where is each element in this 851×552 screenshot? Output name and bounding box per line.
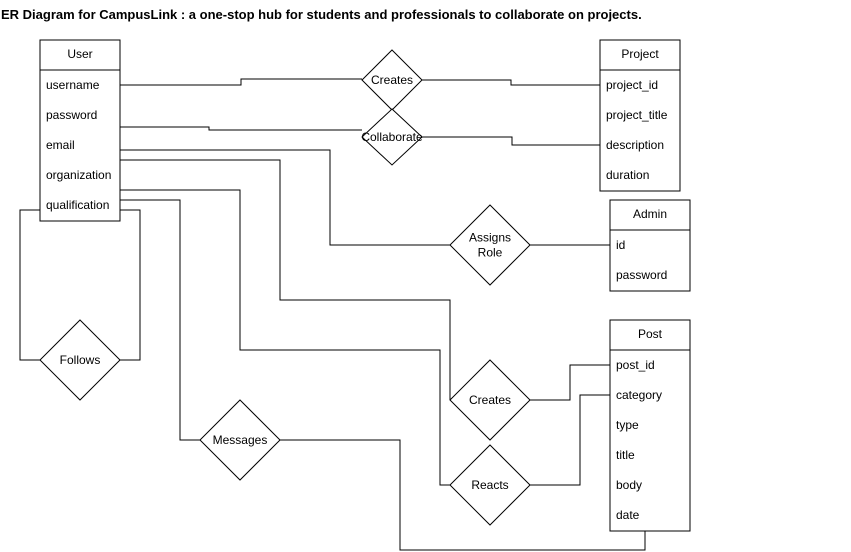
collaborate-relationship[interactable]: Collaborate [361,108,423,166]
reacts-label: Reacts [471,478,508,492]
admin-attribute-id: id [616,238,625,252]
edge-reacts-post [530,394,610,486]
assigns-role-label: Role [478,246,503,260]
creates-post-relationship[interactable]: Creates [449,359,531,441]
edge-user-assigns-role [120,149,450,246]
follows-relationship[interactable]: Follows [39,319,121,401]
messages-relationship[interactable]: Messages [199,399,281,481]
edge-creates-post [530,364,610,401]
edge-user-creates-post [120,159,451,400]
edge-user-follows-right [120,209,141,361]
reacts-relationship[interactable]: Reacts [449,444,531,526]
edge-user-collaborate [120,126,362,131]
project-entity[interactable]: Project project_id project_title descriptio… [599,39,681,192]
messages-label: Messages [213,433,268,447]
admin-entity-name: Admin [633,207,667,221]
edge-messages-post [280,439,646,551]
post-entity[interactable]: Post post_id category type title body date [609,319,691,532]
follows-label: Follows [60,353,101,367]
project-attribute-duration: duration [606,168,649,182]
project-entity-name: Project [621,47,659,61]
user-entity-name: User [67,47,92,61]
edge-user-follows-left [19,209,40,361]
post-attribute-category: category [616,388,662,402]
post-entity-name: Post [638,327,663,341]
creates-project-relationship[interactable]: Creates [361,49,423,111]
user-attribute-qualification: qualification [46,198,109,212]
post-attribute-body: body [616,478,642,492]
edge-user-reacts [120,189,450,486]
creates-project-label: Creates [371,73,413,87]
edge-user-messages [120,199,200,441]
edge-collaborate-project [422,136,600,146]
admin-entity[interactable]: Admin id password [609,199,691,292]
assigns-role-label: Assigns [469,231,511,245]
collaborate-label: Collaborate [361,130,423,144]
diagram-shapes: User username password email organization qua… [39,39,691,532]
creates-post-label: Creates [469,393,511,407]
diagram-title: ER Diagram for CampusLink : a one-stop h… [1,7,642,22]
project-attribute-project_id: project_id [606,78,658,92]
post-attribute-post_id: post_id [616,358,655,372]
post-attribute-date: date [616,508,640,522]
edge-user-creates-project [120,78,362,86]
user-attribute-email: email [46,138,75,152]
edge-creates-project [422,79,600,86]
connector-lines [19,78,646,551]
user-attribute-organization: organization [46,168,111,182]
post-attribute-type: type [616,418,639,432]
project-attribute-description: description [606,138,664,152]
user-attribute-password: password [46,108,97,122]
user-attribute-username: username [46,78,100,92]
admin-attribute-password: password [616,268,667,282]
post-attribute-title: title [616,448,635,462]
project-attribute-project_title: project_title [606,108,668,122]
user-entity[interactable]: User username password email organization qua… [39,39,121,222]
